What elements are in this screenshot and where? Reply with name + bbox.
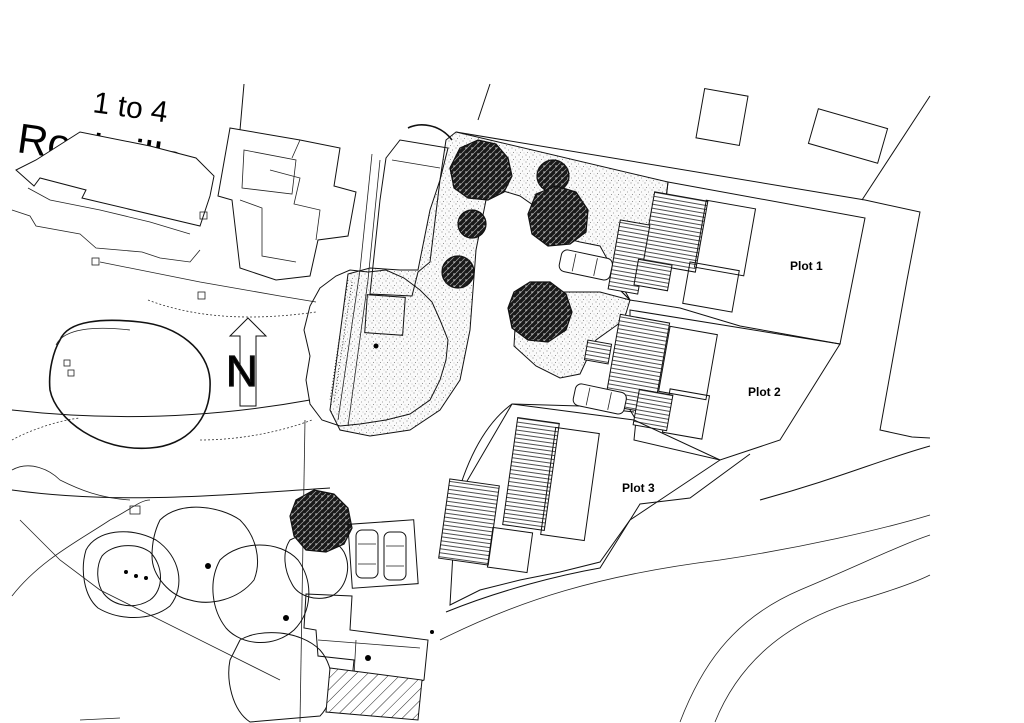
tree-3: [441, 255, 475, 289]
oval-lawn: [48, 319, 211, 450]
trees: [289, 139, 589, 553]
car-2: [572, 383, 627, 415]
north-arrow: N: [225, 317, 268, 407]
parking-bay: [347, 519, 419, 589]
plot-2: Plot 2: [583, 309, 841, 461]
cars: [347, 249, 627, 589]
plot-1-label: Plot 1: [790, 259, 823, 273]
plot-3-label: Plot 3: [622, 481, 655, 495]
car-1: [558, 249, 613, 281]
driveway-structures: [329, 124, 453, 427]
title-line-1: 1 to 4: [91, 86, 170, 129]
plot-2-label: Plot 2: [748, 385, 781, 399]
marker-point: [365, 655, 371, 661]
north-arrow-label: N: [226, 347, 258, 396]
plot-1: Plot 1: [607, 181, 866, 345]
car-4: [383, 531, 407, 581]
tree-7: [289, 489, 353, 553]
car-3: [355, 529, 379, 579]
existing-houses: [11, 127, 357, 303]
lower-buildings: [79, 343, 434, 721]
tree-2: [457, 209, 487, 239]
plot-3: Plot 3: [438, 403, 751, 613]
tree-5: [527, 185, 589, 247]
tree-6: [507, 281, 573, 343]
outbuildings: [695, 87, 889, 164]
site-boundaries: [11, 83, 931, 723]
tree-1: [449, 139, 513, 201]
